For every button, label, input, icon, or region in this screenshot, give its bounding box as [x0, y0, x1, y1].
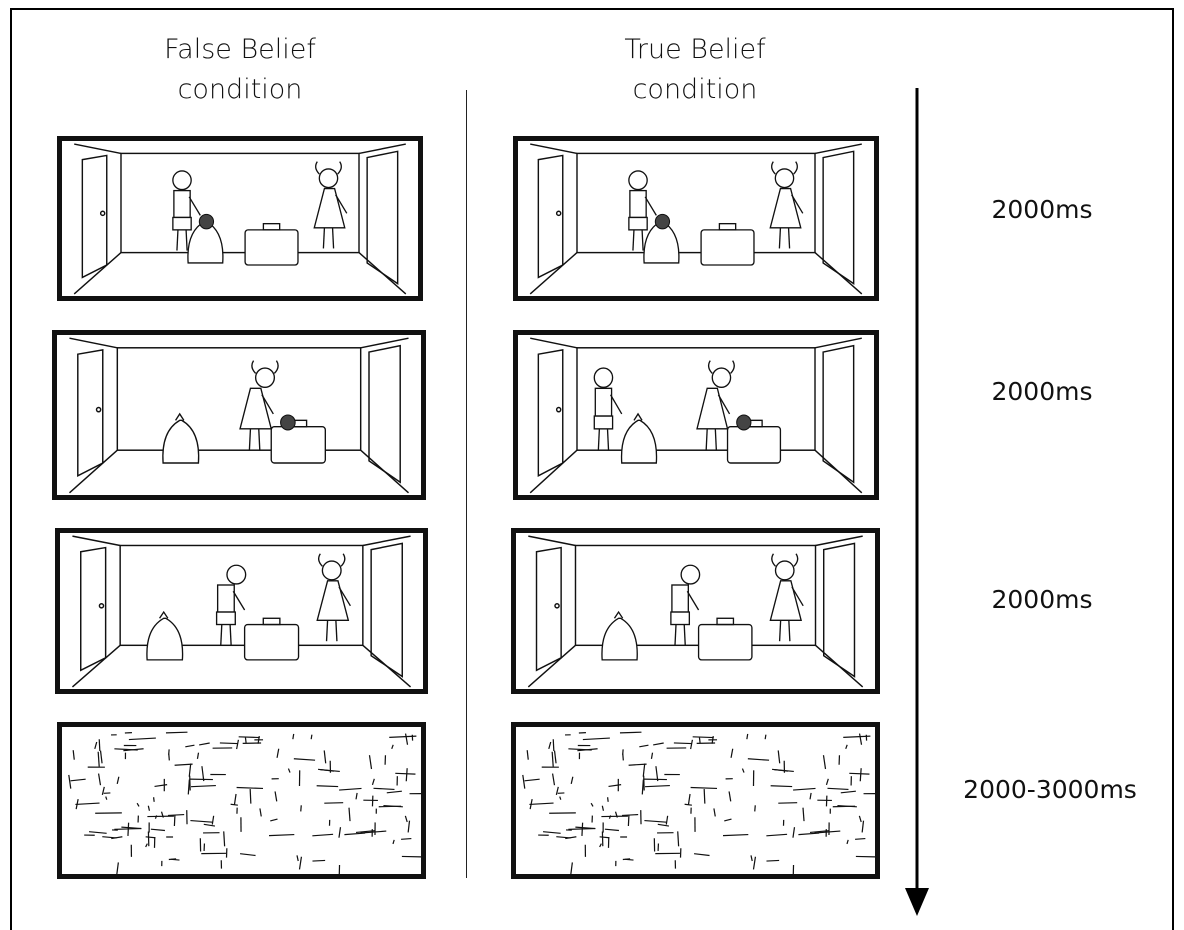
- bag: [602, 612, 637, 660]
- panel-true-belief-1: [513, 136, 879, 301]
- room: [74, 144, 406, 294]
- timing-label-3: 2000ms: [942, 585, 1142, 614]
- scene-drawing: [518, 335, 874, 495]
- time-arrow: [905, 88, 937, 918]
- suitcase: [245, 618, 299, 660]
- boy: [594, 368, 621, 450]
- false-belief-header: False Belief condition: [90, 30, 390, 110]
- suitcase: [701, 224, 754, 265]
- panel-false-belief-4: [57, 722, 426, 879]
- timing-label-2: 2000ms: [942, 377, 1142, 406]
- scene-drawing: [516, 533, 875, 689]
- ball: [281, 415, 296, 430]
- bag: [163, 414, 199, 463]
- girl: [317, 554, 350, 641]
- room: [528, 536, 862, 687]
- bag: [622, 414, 657, 463]
- false-belief-header-line1: False Belief: [90, 30, 390, 70]
- door: [81, 548, 106, 671]
- room: [530, 338, 862, 493]
- suitcase: [271, 420, 325, 463]
- true-belief-header-line1: True Belief: [545, 30, 845, 70]
- scramble-strokes: [523, 732, 875, 874]
- scene-drawing: [62, 141, 418, 296]
- scene-drawing: [62, 727, 421, 874]
- panel-true-belief-3: [511, 528, 880, 694]
- boy: [671, 565, 700, 645]
- bag: [147, 612, 183, 660]
- ball: [655, 214, 669, 228]
- panel-true-belief-2: [513, 330, 879, 500]
- ball: [737, 415, 751, 430]
- door: [78, 350, 103, 476]
- room: [72, 536, 410, 687]
- timing-label-1: 2000ms: [942, 195, 1142, 224]
- suitcase: [245, 224, 298, 265]
- panel-false-belief-2: [52, 330, 426, 500]
- door: [538, 155, 562, 277]
- girl: [770, 162, 803, 249]
- scramble-strokes: [69, 732, 421, 874]
- column-divider: [466, 90, 467, 878]
- true-belief-header: True Belief condition: [545, 30, 845, 110]
- scene-drawing: [516, 727, 875, 874]
- suitcase: [728, 420, 781, 463]
- door: [82, 155, 106, 277]
- panel-false-belief-1: [57, 136, 423, 301]
- girl: [314, 162, 347, 249]
- scene-drawing: [518, 141, 874, 296]
- true-belief-header-line2: condition: [545, 70, 845, 110]
- false-belief-header-line2: condition: [90, 70, 390, 110]
- suitcase: [699, 618, 752, 660]
- scene-drawing: [60, 533, 423, 689]
- room: [69, 338, 408, 493]
- panel-true-belief-4: [511, 722, 880, 879]
- ball: [199, 214, 213, 228]
- girl: [770, 554, 803, 641]
- boy: [217, 565, 246, 645]
- door: [537, 548, 562, 671]
- scene-drawing: [57, 335, 421, 495]
- timing-label-4: 2000-3000ms: [950, 775, 1150, 804]
- panel-false-belief-3: [55, 528, 428, 694]
- door: [538, 350, 562, 476]
- room: [530, 144, 862, 294]
